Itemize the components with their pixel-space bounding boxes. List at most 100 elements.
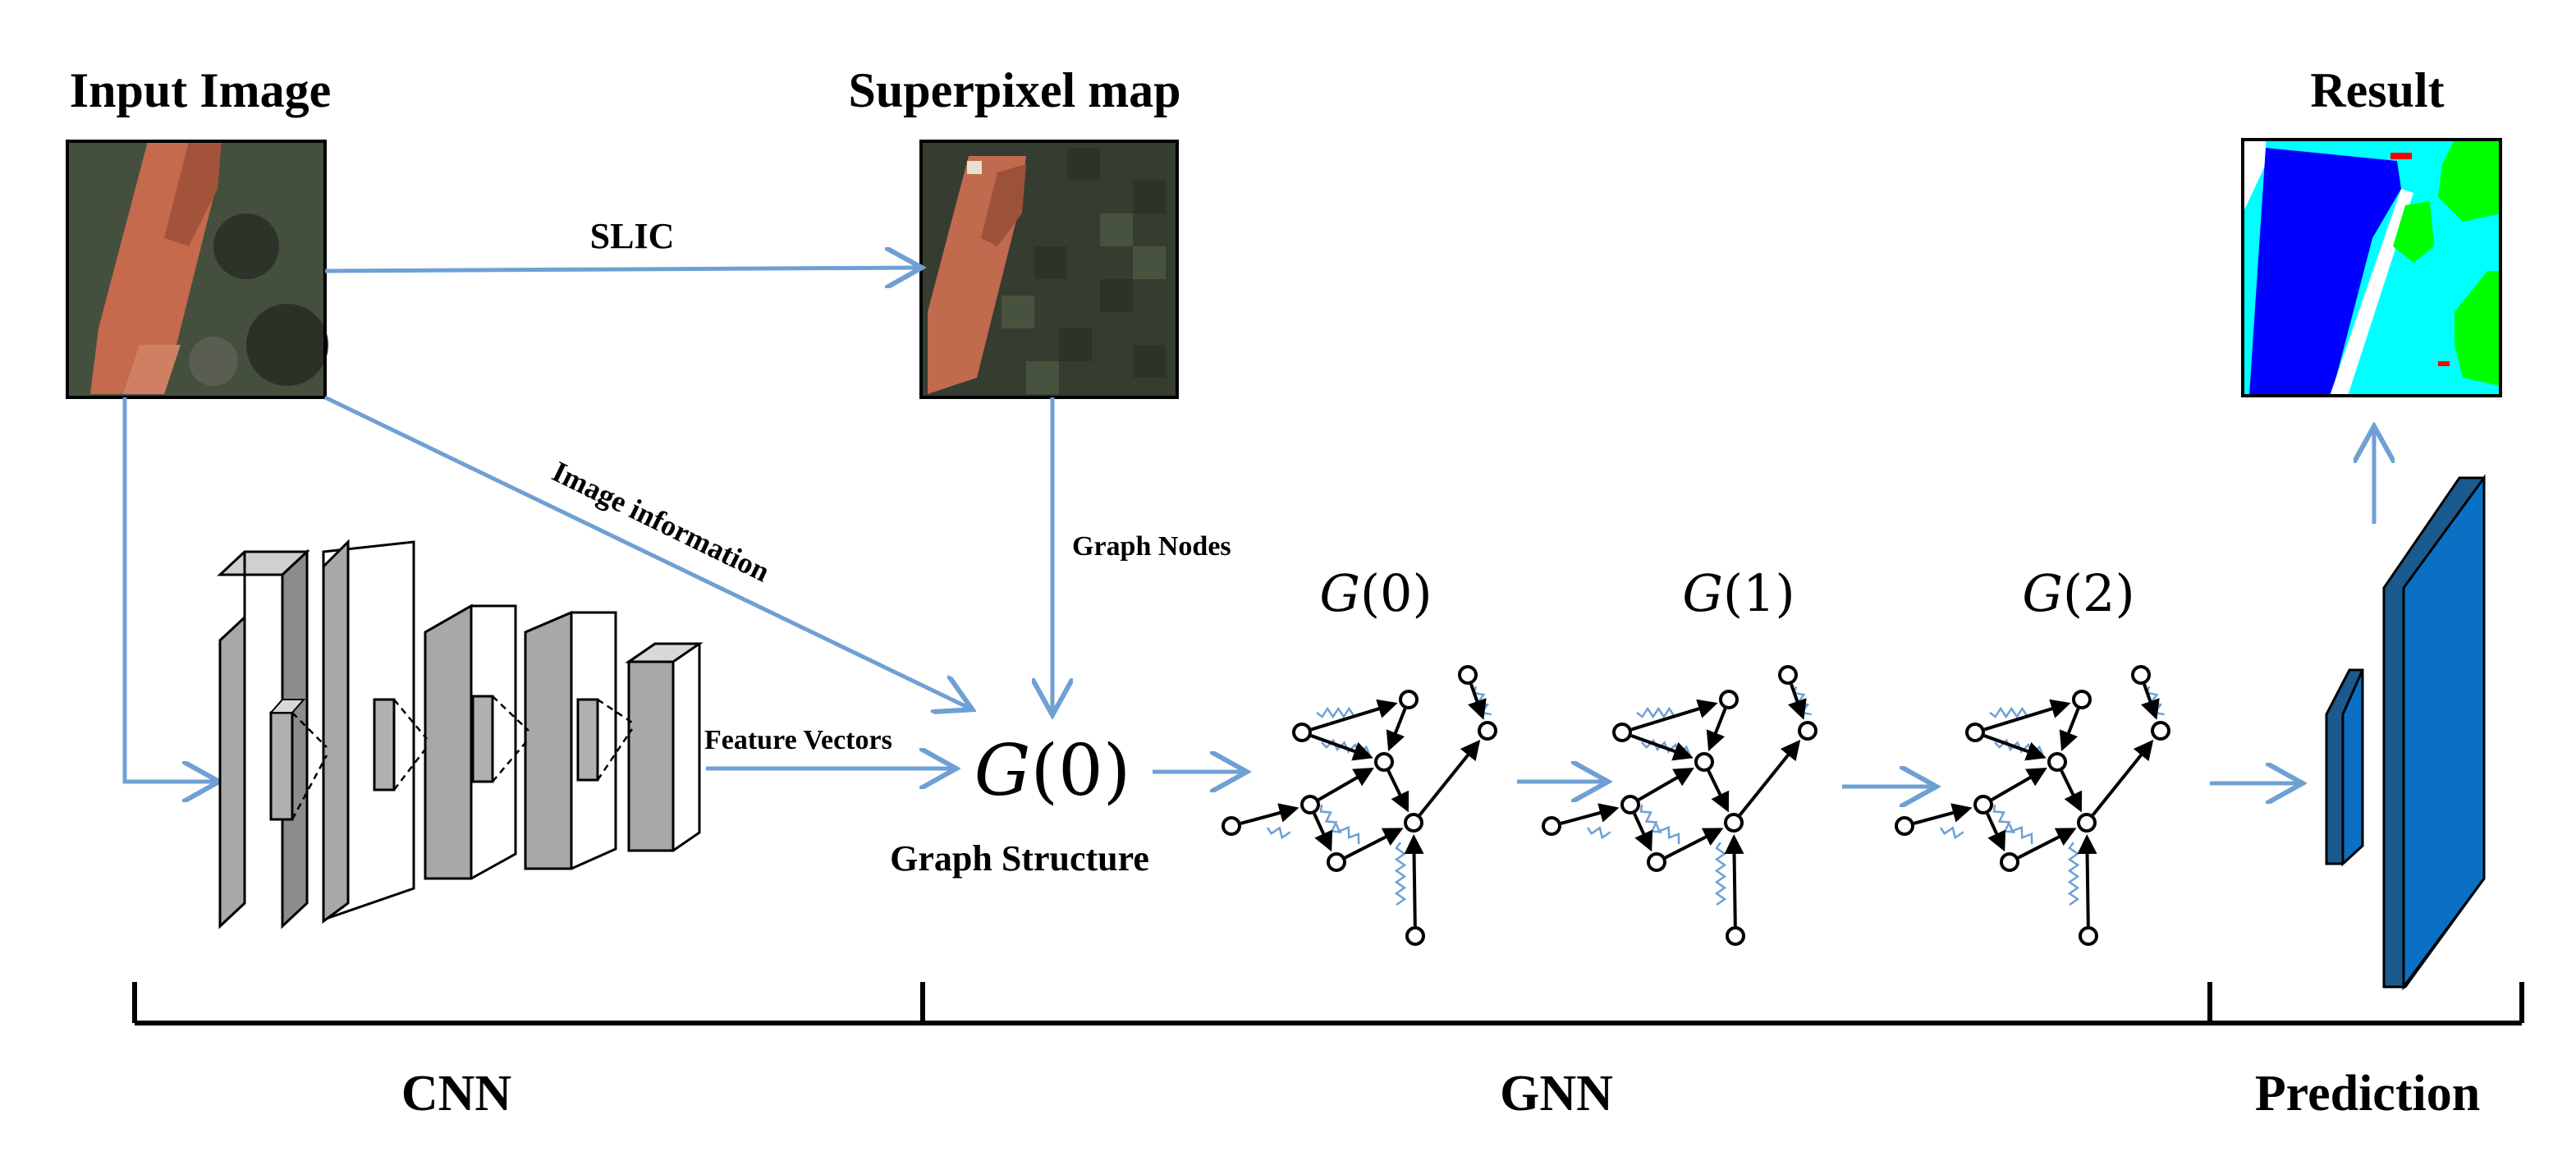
graph-node [1719,690,1739,709]
graph-edge [2059,708,2080,751]
message-wave [1636,706,1676,719]
message-wave [2067,842,2080,906]
section-label-gnn: GNN [1500,1066,1613,1122]
connector-arrows [122,268,2374,787]
section-brackets [132,982,2524,1025]
graph-edge [1707,769,1730,813]
cnn-layer-4 [524,610,617,870]
cnn-layers [217,539,704,929]
cnn-layer-3 [424,603,517,880]
graph-node [1726,926,1745,946]
cnn-layer-2 [322,539,415,924]
graph-edge [2077,833,2097,927]
section-label-prediction: Prediction [2255,1066,2480,1122]
message-wave [1394,842,1407,906]
graph-node [1542,816,1561,836]
graph-nodes-label: Graph Nodes [1072,531,1231,562]
graph-edge [1313,813,1333,852]
graph-node [1374,752,1394,772]
stage-label-2: G(2) [2022,563,2134,623]
cnn-layer-5 [625,642,704,852]
graph-node [2079,926,2098,946]
graph-edge [1418,739,1481,816]
message-wave [1335,824,1360,845]
stage-label-0: G(0) [1319,563,1432,623]
graph-node [1778,665,1798,685]
feature-vectors-label: Feature Vectors [704,725,892,755]
graph-node [1620,795,1640,814]
graph-edge [1991,768,2047,801]
graph-node [1327,852,1346,872]
graph-node [2000,852,2019,872]
graph-node [1222,816,1241,836]
message-wave [1316,706,1356,719]
message-wave [1939,826,1964,840]
graph-node [1300,795,1320,814]
graph-node [1895,816,1914,836]
graph-edge [2060,769,2083,813]
graph-node [1292,723,1312,742]
prediction-small-bar [2325,668,2364,867]
graph-edge [2141,683,2160,720]
graph-edge [1310,699,1398,732]
graph-node [2131,665,2151,685]
graph-edge [1387,769,1409,813]
graph-edge [2017,828,2077,860]
graph-node [1405,926,1425,946]
graph-edge [1561,803,1620,825]
graph-edge [1986,813,2006,852]
graph-node [1694,752,1714,772]
slic-arrow [324,268,918,271]
graph-node [1478,721,1497,741]
prediction-large-bar [2382,474,2486,991]
slic-label: SLIC [590,216,675,256]
stage-label-1: G(1) [1682,563,1794,623]
graph-center-fn: G [974,730,1031,812]
graph-edge [1344,828,1404,860]
graph-edge [1310,734,1373,761]
message-wave [1989,706,2029,719]
input-to-cnn-arrow [122,397,215,782]
result-title: Result [2310,63,2444,117]
graph-edge [1633,813,1653,852]
message-wave [1655,824,1680,845]
section-label-cnn: CNN [401,1066,511,1122]
graph-edge [1724,833,1744,927]
graph-node [1965,723,1985,742]
graph-edge [1630,699,1718,732]
graph-stage-2 [1895,665,2170,946]
graph-edge [1664,828,1724,860]
graph-node [2077,813,2097,833]
input-image-title: Input Image [70,63,331,117]
message-wave [1586,826,1611,840]
graph-center-label: G(0) [974,730,1131,812]
graph-edge [1240,803,1299,825]
message-wave [1266,826,1291,840]
graph-edge [1983,699,2071,732]
superpixel-map-title: Superpixel map [848,63,1180,117]
graph-edge [1706,708,1727,751]
graph-node [1612,723,1632,742]
graph-node [2151,721,2170,741]
graph-edge [1468,683,1487,720]
graph-edge [1914,803,1973,825]
graph-edge [1318,768,1374,801]
result-image [2241,138,2502,397]
graph-stage-1 [1542,665,1817,946]
image-information-arrow [323,395,969,708]
prediction-layers [2325,474,2486,991]
graph-node [2047,752,2067,772]
graph-edge [1738,739,1801,816]
graph-edge [2091,739,2154,816]
graph-edge [1386,708,1407,751]
cnn-layer-1 [217,548,310,929]
graph-node [1404,813,1423,833]
graph-stage-0 [1222,665,1497,946]
message-wave [2008,824,2033,845]
message-wave [1714,842,1727,906]
graph-node [1458,665,1478,685]
graph-node [1399,690,1419,709]
graph-edge [1404,833,1424,927]
graph-edge [1630,734,1694,761]
graph-edge [1983,734,2047,761]
